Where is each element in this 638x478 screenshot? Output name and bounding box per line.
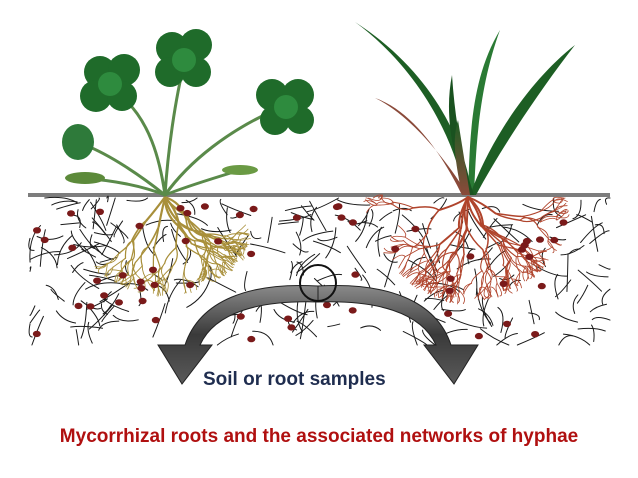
grass-plant-icon: [355, 22, 575, 195]
soil-network: [28, 194, 611, 346]
curved-arrow-right-icon: [317, 284, 479, 385]
curved-arrow-left-icon: [157, 284, 319, 385]
sample-circle: [299, 264, 337, 302]
clover-plant-icon: [62, 29, 314, 197]
arrow-label: Soil or root samples: [203, 369, 386, 390]
diagram-caption: Mycorrhizal roots and the associated net…: [59, 426, 579, 447]
